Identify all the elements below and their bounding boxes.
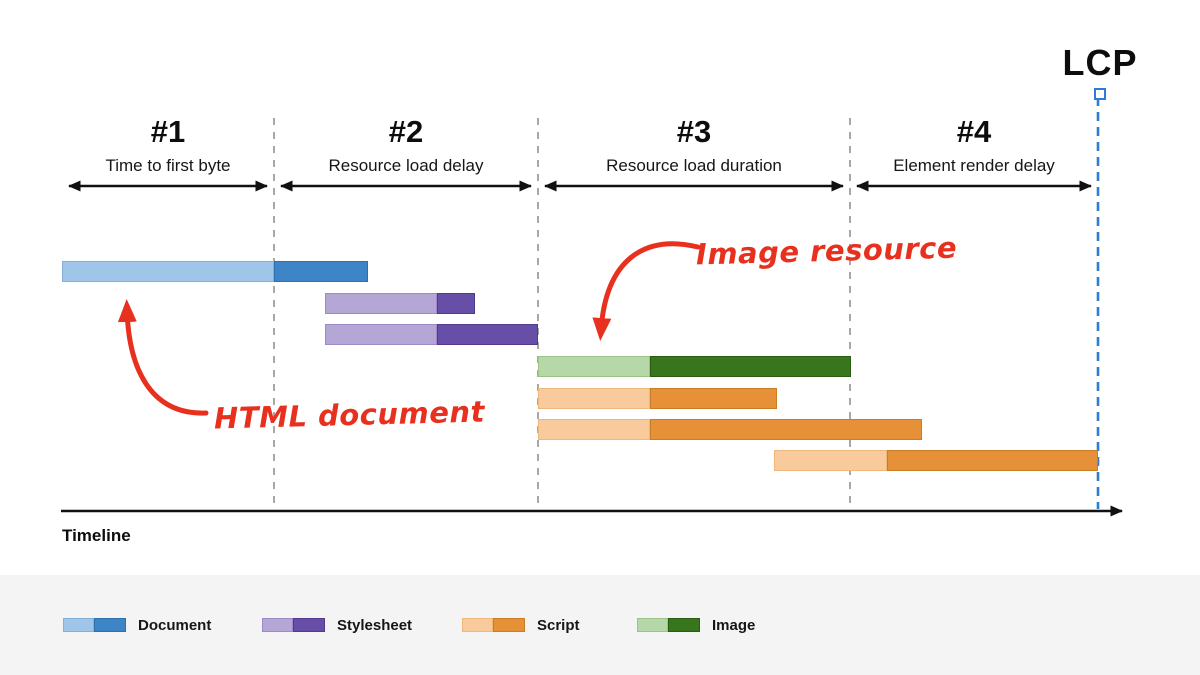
legend-swatch-image-dark [668, 618, 700, 632]
phase-number: #4 [956, 114, 992, 149]
legend-swatch-stylesheet-light [262, 618, 293, 632]
bar-stylesheet-light [325, 324, 437, 345]
lcp-marker-icon [1094, 88, 1106, 100]
phase-name: Resource load duration [606, 155, 782, 175]
image-resource-arrow [592, 241, 701, 341]
bar-script-light [774, 450, 887, 471]
phase-name: Resource load delay [328, 155, 484, 175]
legend-label-image: Image [712, 617, 756, 634]
phase-name: Element render delay [893, 155, 1055, 175]
bar-stylesheet-dark [437, 324, 538, 345]
bar-script-dark [650, 419, 922, 440]
bar-image-light [538, 356, 650, 377]
bar-document-dark [274, 261, 368, 282]
html-document-arrow [117, 299, 209, 416]
bar-script-dark [887, 450, 1098, 471]
bar-script-light [538, 419, 650, 440]
legend-label-stylesheet: Stylesheet [337, 617, 413, 634]
phase-number: #3 [676, 114, 712, 149]
phase-number: #1 [150, 114, 186, 149]
legend-swatch-script-light [462, 618, 493, 632]
legend-swatch-image-light [637, 618, 668, 632]
legend-swatch-document-dark [94, 618, 126, 632]
annotation-image-resource: Image resource [695, 230, 958, 272]
legend-label-document: Document [138, 617, 212, 634]
bar-document-light [62, 261, 274, 282]
lcp-label: LCP [1062, 42, 1138, 83]
legend-swatch-document-light [63, 618, 94, 632]
phase-number: #2 [388, 114, 424, 149]
annotation-html-document: HTML document [213, 394, 486, 436]
legend-swatch-script-dark [493, 618, 525, 632]
bar-image-dark [650, 356, 851, 377]
legend-band [0, 575, 1200, 675]
bar-script-dark [650, 388, 777, 409]
timeline-label: Timeline [62, 526, 131, 545]
legend-swatch-stylesheet-dark [293, 618, 325, 632]
legend-label-script: Script [537, 617, 580, 634]
bar-stylesheet-dark [437, 293, 475, 314]
phase-name: Time to first byte [105, 155, 231, 175]
bar-script-light [538, 388, 650, 409]
bar-stylesheet-light [325, 293, 437, 314]
